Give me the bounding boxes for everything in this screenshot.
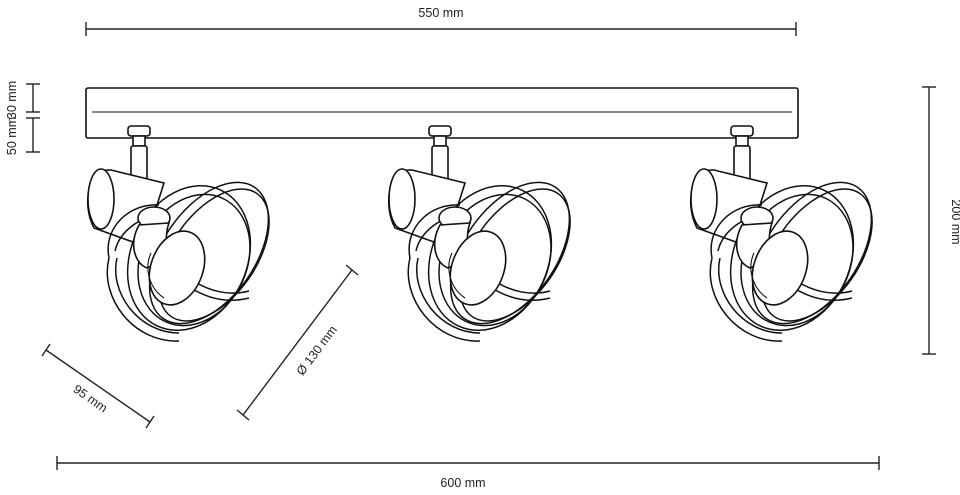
bar-thickness-label: 30 mm (5, 81, 19, 119)
height-dimension: 200 mm (922, 86, 960, 355)
bar-offset-label: 50 mm (5, 117, 19, 155)
spotlight-middle (387, 125, 595, 352)
spotlight-right (689, 125, 897, 352)
shade-depth-dimension: 95 mm (41, 343, 155, 429)
bar-offset-dimension: 50 mm (5, 117, 40, 155)
top-width-dimension: 550 mm (85, 6, 797, 36)
bottom-width-label: 600 mm (440, 476, 485, 490)
shade-diameter-dimension: Ø 130 mm (236, 264, 359, 421)
height-label: 200 mm (949, 199, 960, 244)
spotlight-left (86, 125, 294, 352)
shade-diameter-label: Ø 130 mm (294, 323, 340, 378)
bottom-width-dimension: 600 mm (56, 456, 880, 490)
bar-thickness-dimension: 30 mm (5, 81, 40, 119)
shade-depth-label: 95 mm (71, 382, 110, 415)
top-width-label: 550 mm (418, 6, 463, 20)
